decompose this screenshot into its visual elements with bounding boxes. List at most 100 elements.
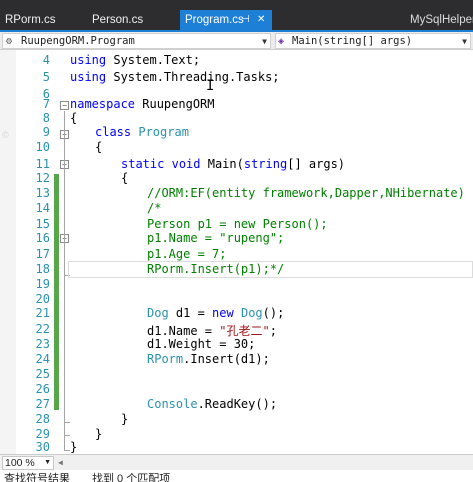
code-comment[interactable]: p1.Age = 7; bbox=[147, 247, 227, 261]
keyword: class bbox=[95, 125, 132, 139]
line-number: 15 bbox=[35, 217, 50, 231]
keyword: using bbox=[70, 70, 107, 84]
type-dropdown-value: RuupengORM.Program bbox=[21, 35, 135, 47]
tab-label: MySqlHelper bbox=[410, 14, 473, 26]
close-icon[interactable]: ✕ bbox=[257, 14, 266, 25]
member-dropdown[interactable]: ◈ Main(string[] args) ▼ bbox=[275, 33, 471, 49]
outline-guide bbox=[64, 275, 70, 276]
code-line[interactable]: RPorm.Insert(d1); bbox=[147, 352, 270, 366]
chevron-down-icon: ▼ bbox=[462, 37, 467, 46]
tab-mysqlhelper[interactable]: MySqlHelper bbox=[410, 10, 473, 30]
navigation-bar: ⚙ RuupengORM.Program ▼ ◈ Main(string[] a… bbox=[0, 32, 473, 50]
code-line[interactable]: } bbox=[121, 412, 128, 426]
line-number: 19 bbox=[35, 277, 50, 291]
line-number: 30 bbox=[35, 440, 50, 454]
string-literal: "孔老二" bbox=[219, 324, 270, 338]
type-dropdown[interactable]: ⚙ RuupengORM.Program ▼ bbox=[2, 33, 271, 49]
line-number: 20 bbox=[35, 292, 50, 306]
code-text: d1.Weight = 30; bbox=[147, 337, 256, 351]
code-line[interactable]: using System.Threading.Tasks; bbox=[70, 70, 280, 84]
outline-guide bbox=[64, 450, 70, 451]
outline-guide bbox=[64, 422, 70, 423]
line-number: 5 bbox=[42, 70, 50, 84]
code-text: } bbox=[121, 412, 129, 426]
code-line[interactable]: { bbox=[121, 171, 128, 185]
collapse-namespace-icon[interactable]: − bbox=[60, 101, 69, 110]
tab-program[interactable]: Program.cs ⊣ ✕ bbox=[180, 10, 272, 30]
code-text: d1 = bbox=[168, 306, 213, 320]
line-number: 4 bbox=[42, 53, 50, 67]
code-line[interactable]: { bbox=[95, 140, 102, 154]
class-icon: ⚙ bbox=[6, 36, 13, 47]
code-line[interactable]: } bbox=[95, 427, 102, 441]
code-text: Main( bbox=[200, 157, 244, 171]
keyword: static bbox=[121, 157, 165, 171]
code-line[interactable]: Console.ReadKey(); bbox=[147, 397, 277, 411]
editor-status-bar: 100 % ▼ ◀ bbox=[0, 454, 473, 470]
type-name: Dog bbox=[240, 306, 263, 320]
tab-rporm[interactable]: RPorm.cs bbox=[5, 10, 55, 30]
indicator-margin bbox=[0, 50, 16, 454]
line-number: 27 bbox=[35, 397, 50, 411]
zoom-dropdown[interactable]: 100 % ▼ bbox=[2, 456, 54, 470]
code-text bbox=[234, 306, 241, 320]
code-line[interactable]: { bbox=[70, 111, 77, 125]
code-comment[interactable]: RPorm.Insert(p1);*/ bbox=[147, 262, 285, 276]
code-line[interactable]: Dog d1 = new Dog(); bbox=[147, 306, 284, 320]
line-number: 22 bbox=[35, 322, 50, 336]
line-number: 7 bbox=[42, 97, 50, 111]
code-text: (); bbox=[262, 306, 285, 320]
keyword: string bbox=[243, 157, 288, 171]
type-name: Dog bbox=[147, 306, 169, 320]
code-line[interactable]: namespace RuupengORM bbox=[70, 97, 215, 111]
code-comment[interactable]: //ORM:EF(entity framework,Dapper,NHibern… bbox=[147, 186, 465, 200]
code-text: .Insert(d1); bbox=[183, 352, 270, 366]
find-results-text: 查找符号结果 找到 0 个匹配项 bbox=[4, 473, 171, 482]
line-number: 25 bbox=[35, 367, 50, 381]
method-icon: ◈ bbox=[278, 36, 285, 47]
code-text bbox=[164, 157, 171, 171]
active-tab-underline bbox=[0, 30, 473, 32]
line-number: 26 bbox=[35, 382, 50, 396]
line-number: 12 bbox=[35, 171, 50, 185]
type-name: Console bbox=[147, 397, 198, 411]
chevron-down-icon: ▼ bbox=[262, 37, 267, 46]
code-editor[interactable]: © 4 5 6 7 8 9 10 11 12 13 14 15 16 17 18… bbox=[0, 50, 473, 454]
code-line[interactable]: class Program bbox=[95, 125, 189, 139]
code-line[interactable]: using System.Text; bbox=[70, 53, 200, 67]
line-number: 21 bbox=[35, 306, 50, 320]
tab-label: Person.cs bbox=[92, 14, 144, 26]
line-number: 16 bbox=[35, 231, 50, 245]
code-line[interactable]: d1.Name = "孔老二"; bbox=[147, 322, 277, 339]
line-number: 6 bbox=[42, 87, 50, 101]
code-text: ; bbox=[269, 324, 277, 338]
code-comment[interactable]: p1.Name = "rupeng"; bbox=[147, 231, 285, 245]
pin-icon[interactable]: ⊣ bbox=[241, 14, 250, 25]
line-number: 14 bbox=[35, 201, 50, 215]
find-results-panel: 查找符号结果 找到 0 个匹配项 bbox=[0, 470, 473, 482]
keyword: new bbox=[212, 306, 234, 320]
code-line[interactable]: static void Main(string[] args) bbox=[121, 157, 345, 171]
code-text: { bbox=[70, 111, 78, 125]
code-text: } bbox=[70, 440, 78, 454]
code-text: System.Text; bbox=[106, 53, 201, 67]
member-dropdown-value: Main(string[] args) bbox=[292, 35, 413, 47]
tab-label: RPorm.cs bbox=[5, 14, 56, 26]
code-text: System.Threading.Tasks; bbox=[106, 70, 280, 84]
type-name: RPorm bbox=[147, 352, 184, 366]
keyword: using bbox=[70, 53, 107, 67]
code-line[interactable]: d1.Weight = 30; bbox=[147, 337, 255, 351]
line-number: 11 bbox=[35, 157, 50, 171]
code-comment[interactable]: /* bbox=[147, 201, 162, 215]
tab-person[interactable]: Person.cs bbox=[92, 10, 143, 30]
line-number: 17 bbox=[35, 247, 50, 261]
outline-guide bbox=[64, 435, 70, 436]
code-text: .ReadKey(); bbox=[197, 397, 278, 411]
tab-label: Program.cs bbox=[185, 14, 244, 26]
line-number: 18 bbox=[35, 262, 50, 276]
keyword: void bbox=[171, 157, 201, 171]
code-comment[interactable]: Person p1 = new Person(); bbox=[147, 217, 328, 231]
scroll-left-icon[interactable]: ◀ bbox=[58, 458, 63, 467]
line-number: 23 bbox=[35, 337, 50, 351]
code-line[interactable]: } bbox=[70, 440, 77, 454]
